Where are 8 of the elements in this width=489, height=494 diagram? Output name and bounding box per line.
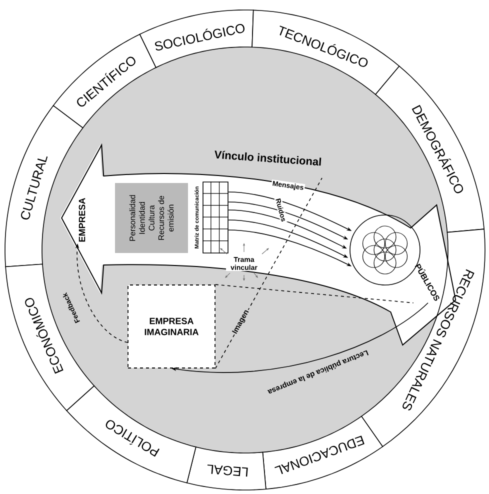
arrowhead-label: EMPRESA [78, 198, 86, 242]
attribute-box: Personalidad Identidad Cultura Recursos de emisión [115, 183, 188, 253]
ring-segment: LEGAL [186, 446, 266, 490]
node-label: LEGAL [207, 464, 248, 477]
dashed-line [215, 284, 414, 304]
dashed-line [215, 178, 322, 369]
title-text: Vínculo institucional [214, 150, 322, 166]
dashed-box: EMPRESA IMAGINARIA [128, 284, 216, 368]
